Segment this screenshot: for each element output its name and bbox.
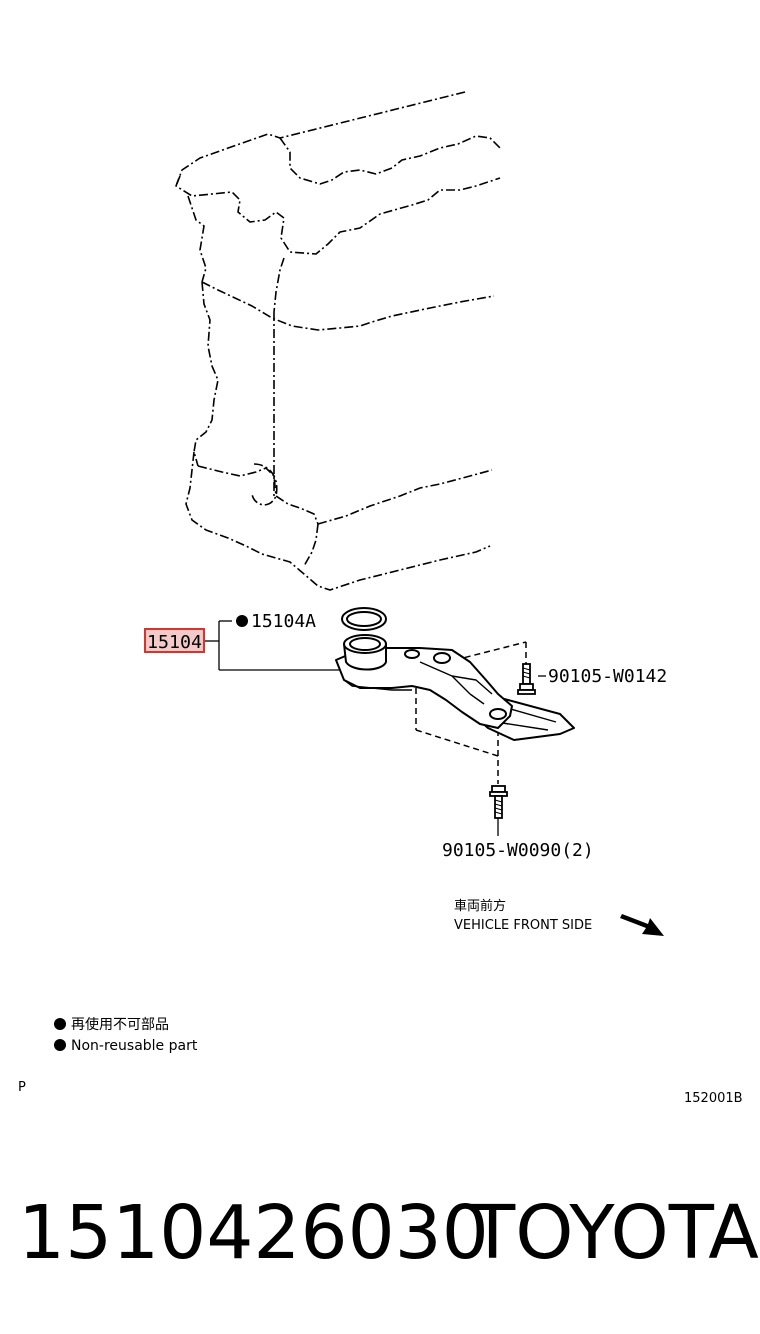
- front-side-en-label: VEHICLE FRONT SIDE: [454, 918, 592, 933]
- main-part-callout[interactable]: 15104: [147, 632, 202, 653]
- legend-dot-icon: [54, 1018, 66, 1030]
- front-side-jp-label: 車両前方: [454, 898, 506, 914]
- alignment-dashes: [415, 641, 527, 784]
- upper-bolt-callout[interactable]: 90105-W0142: [548, 666, 667, 687]
- legend-en-text: Non-reusable part: [71, 1038, 198, 1054]
- caption-part-number: 1510426030: [18, 1190, 489, 1276]
- oil-strainer-part: [335, 634, 575, 741]
- footer-right-code: 152001B: [684, 1091, 743, 1106]
- lower-bolt: [489, 785, 508, 836]
- lower-bolt-callout[interactable]: 90105-W0090(2): [442, 840, 594, 861]
- legend-dot-icon: [54, 1039, 66, 1051]
- legend-jp-text: 再使用不可部品: [71, 1016, 169, 1033]
- caption-brand: TOYOTA: [470, 1190, 759, 1276]
- main-part-highlight-box[interactable]: [144, 628, 205, 653]
- gasket-o-ring: [341, 607, 387, 631]
- non-reusable-dot: [236, 615, 248, 627]
- footer-left-code: P: [18, 1080, 26, 1095]
- gasket-callout[interactable]: 15104A: [251, 611, 316, 632]
- engine-block-outline: [175, 91, 501, 591]
- front-direction-arrow-icon: [620, 914, 664, 936]
- caption-bar: 1510426030 TOYOTA: [18, 1188, 759, 1278]
- leader-lines: [205, 620, 546, 677]
- upper-bolt: [517, 663, 536, 695]
